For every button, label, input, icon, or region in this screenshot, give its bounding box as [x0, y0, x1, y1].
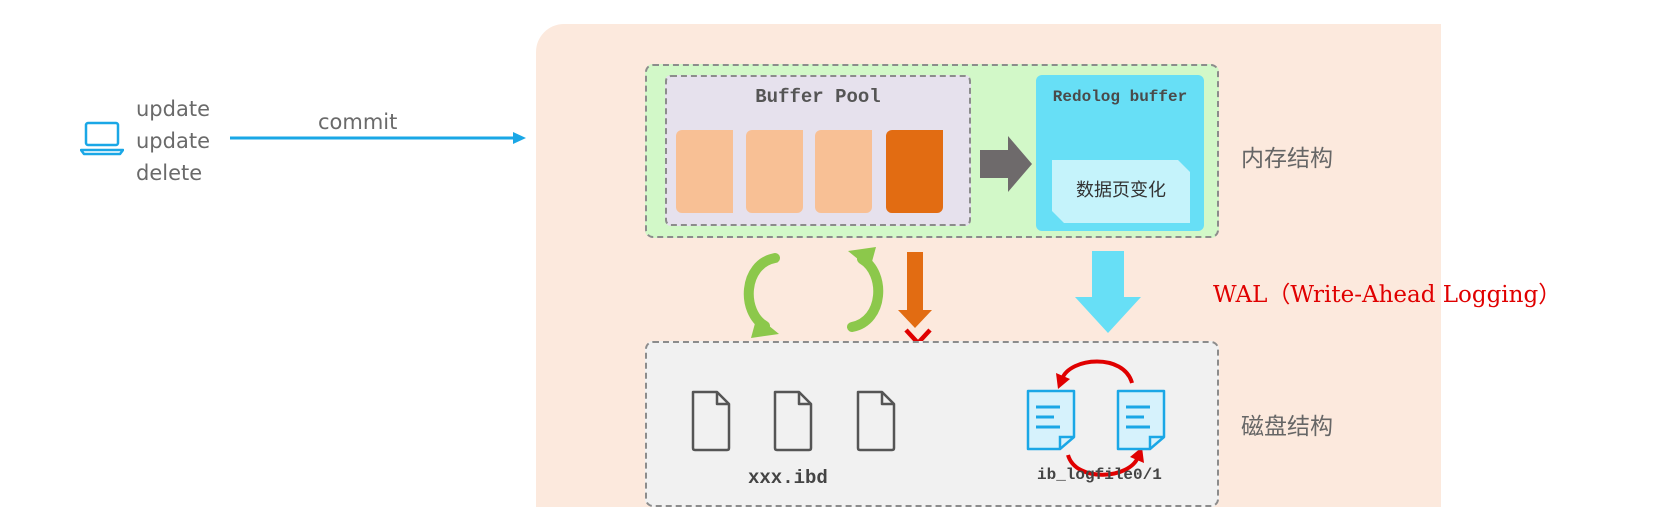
memory-structure-label: 内存结构: [1241, 146, 1333, 172]
commit-label: commit: [318, 110, 398, 134]
buffer-page: [746, 130, 803, 213]
sync-arrow-icon: [743, 253, 780, 338]
dirty-page: [886, 130, 943, 213]
operation-delete: delete: [136, 161, 203, 185]
buffer-page: [676, 130, 733, 213]
document-icon: [1116, 389, 1166, 451]
wal-label: WAL（Write-Ahead Logging）: [1213, 282, 1562, 308]
operation-update-1: update: [136, 97, 210, 121]
flush-arrow-icon: [898, 252, 932, 328]
flush-arrow-icon: [1075, 251, 1141, 333]
buffer-page: [815, 130, 872, 213]
disk-structure-label: 磁盘结构: [1241, 414, 1333, 440]
laptop-icon: [80, 121, 124, 156]
document-icon: [1026, 389, 1076, 451]
operation-update-2: update: [136, 129, 210, 153]
cycle-arrow-icon: [1056, 359, 1144, 477]
redolog-note-text: 数据页变化: [1076, 180, 1166, 201]
file-icon: [691, 390, 731, 452]
file-icon: [856, 390, 896, 452]
redolog-note-shape: [1052, 160, 1190, 223]
data-file-label: xxx.ibd: [748, 467, 828, 489]
redolog-buffer-title: Redolog buffer: [1052, 88, 1188, 106]
sync-arrow-icon: [847, 247, 884, 332]
commit-arrow-icon: [230, 132, 526, 144]
arrow-right-icon: [980, 136, 1032, 192]
buffer-pool-title: Buffer Pool: [755, 86, 881, 108]
file-icon: [773, 390, 813, 452]
log-file-label: ib_logfile0/1: [1037, 466, 1162, 484]
